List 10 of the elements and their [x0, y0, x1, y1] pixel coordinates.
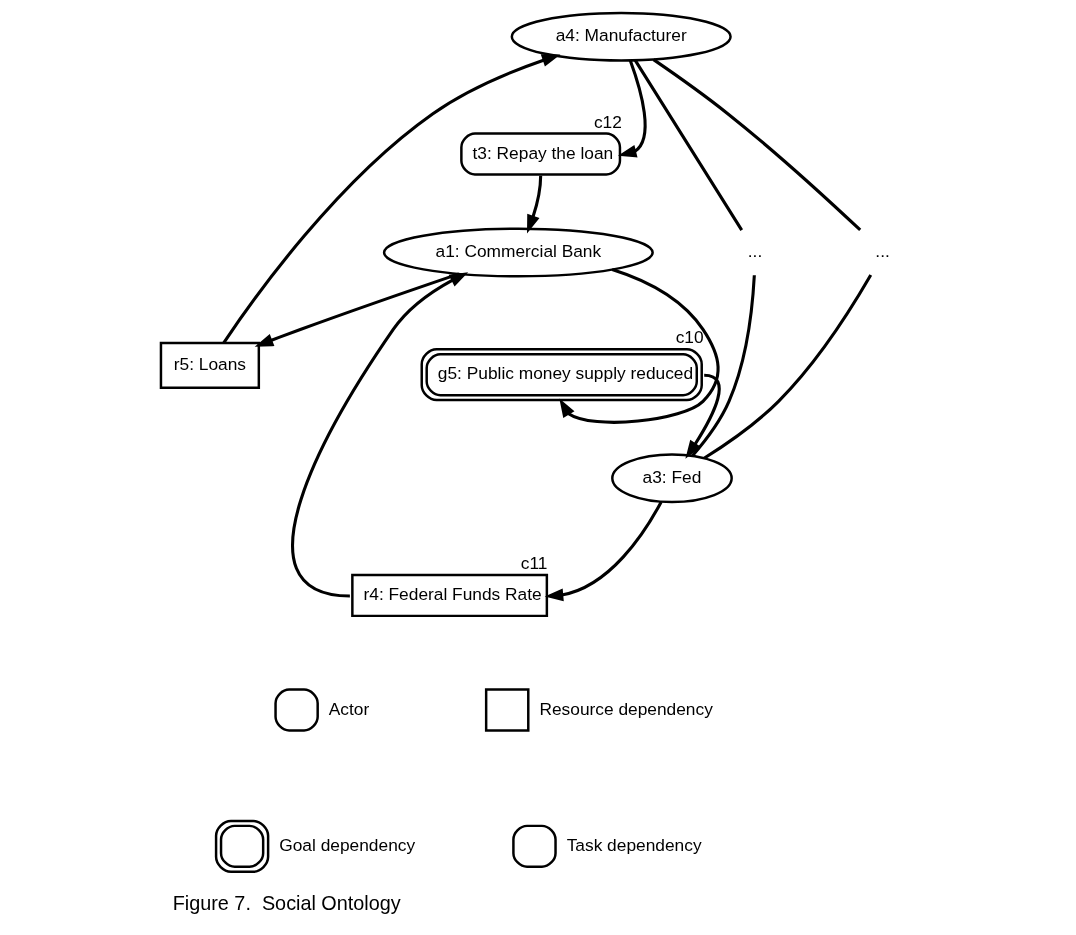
- legend-label: Goal dependency: [278, 834, 415, 855]
- legend-label: Resource dependency: [538, 698, 713, 719]
- caption: Figure 7. Social Ontology: [172, 892, 401, 915]
- node-text: ...: [747, 241, 762, 262]
- legend-label: Task dependency: [566, 834, 702, 855]
- legend-label: Actor: [328, 698, 369, 719]
- node-text: ...: [874, 241, 890, 262]
- node-label: c12: [593, 111, 622, 132]
- node-label: c11: [520, 553, 547, 574]
- node-label: c10: [675, 327, 704, 348]
